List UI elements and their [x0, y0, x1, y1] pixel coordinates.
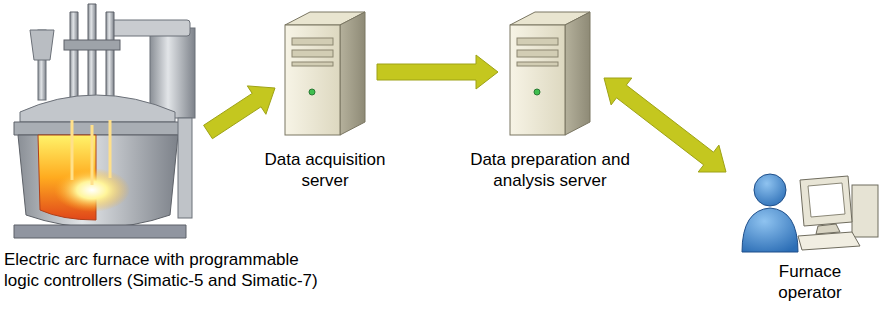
server-illustration: [285, 12, 365, 135]
furnace-node: Electric arc furnace with programmable l…: [4, 4, 200, 246]
node-caption: Furnace operator: [755, 262, 865, 303]
node-caption: Electric arc furnace with programmable l…: [4, 250, 334, 291]
server-node: Data preparation and analysis server: [508, 10, 592, 138]
block-arrow: [377, 55, 498, 89]
server-node: Data acquisition server: [283, 10, 367, 138]
block-arrow: [204, 86, 275, 139]
operator-node: Furnace operator: [738, 172, 882, 254]
server-illustration: [510, 12, 590, 135]
node-caption: Data preparation and analysis server: [450, 150, 650, 191]
node-caption: Data acquisition server: [240, 150, 410, 191]
furnace-illustration: [14, 4, 195, 238]
operator-illustration: [742, 174, 878, 252]
